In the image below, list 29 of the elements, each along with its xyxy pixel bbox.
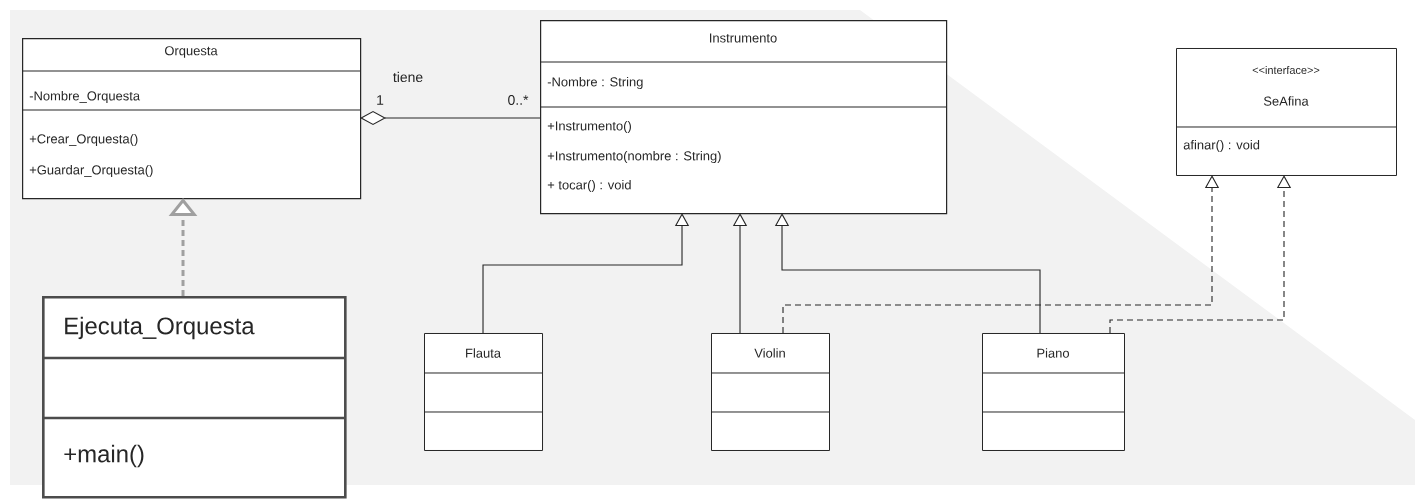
multiplicity-label: 0..*: [508, 95, 529, 105]
class-member: + tocar() : void: [547, 179, 631, 193]
edge-label: tiene: [393, 71, 423, 83]
class-box: [981, 333, 1125, 451]
generalization-arrow: [774, 213, 1041, 334]
class-box: [1175, 48, 1397, 176]
class-member: +Instrumento(): [547, 120, 631, 134]
class-box: [42, 296, 347, 499]
class-member: +Guardar_Orquesta(): [29, 164, 153, 178]
class-box: [21, 38, 362, 200]
class-name: Ejecuta_Orquesta: [65, 316, 255, 340]
class-name: Flauta: [466, 348, 501, 358]
class-box: [710, 333, 830, 451]
class-member: +main(): [64, 444, 144, 468]
multiplicity-label: 1: [377, 95, 384, 105]
class-name: Orquesta: [165, 46, 218, 58]
class-member: SeAfina: [1263, 96, 1309, 106]
class-member: afinar() : void: [1183, 139, 1260, 153]
class-name: Violin: [754, 348, 785, 358]
class-name: Piano: [1037, 348, 1069, 358]
class-box: [423, 333, 543, 451]
class-member: -Nombre : String: [547, 76, 643, 90]
class-member: +Instrumento(nombre : String): [547, 150, 721, 164]
class-box: [539, 20, 948, 215]
aggregation-line: [360, 111, 541, 125]
class-member: -Nombre_Orquesta: [29, 90, 141, 104]
class-name: Instrumento: [710, 33, 777, 43]
class-name: <<interface>>: [1252, 65, 1320, 74]
class-member: +Crear_Orquesta(): [29, 133, 138, 147]
